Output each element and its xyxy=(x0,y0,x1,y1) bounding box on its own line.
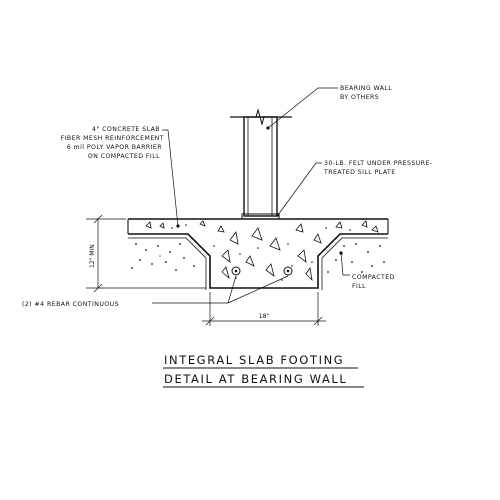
drawing-title-line2: DETAIL AT BEARING WALL xyxy=(164,372,347,386)
wall-break-symbol xyxy=(255,108,265,126)
rebar-label: (2) #4 REBAR CONTINUOUS xyxy=(22,301,119,308)
leader-dots xyxy=(176,126,343,255)
depth-dimension-text: 12" MIN xyxy=(89,244,96,268)
width-dimension-text: 18" xyxy=(259,313,270,320)
felt-label-line1: 30-LB. FELT UNDER PRESSURE- xyxy=(324,160,433,167)
concrete-aggregate-dots xyxy=(171,224,351,281)
slab-footing-outline xyxy=(127,218,389,290)
bearing-wall-label-line1: BEARING WALL xyxy=(340,85,392,92)
compacted-fill-label-line2: FILL xyxy=(352,283,366,290)
bearing-wall xyxy=(230,116,292,217)
concrete-aggregate-hatch xyxy=(145,220,379,282)
felt-label-line2: TREATED SILL PLATE xyxy=(323,169,396,176)
slab-label-line3: 6 mil POLY VAPOR BARRIER xyxy=(67,144,162,151)
rebar-bars xyxy=(231,266,293,276)
drawing-title-line1: INTEGRAL SLAB FOOTING xyxy=(164,353,344,367)
compacted-fill-hatch xyxy=(131,243,385,273)
slab-label-line1: 4" CONCRETE SLAB xyxy=(92,126,160,133)
width-dimension xyxy=(202,292,326,326)
slab-label-line4: ON COMPACTED FILL xyxy=(88,153,160,160)
leader-lines xyxy=(152,87,350,304)
depth-dimension xyxy=(86,214,206,293)
slab-label-line2: FIBER MESH REINFORCEMENT xyxy=(61,135,164,142)
bearing-wall-label-line2: BY OTHERS xyxy=(340,94,379,101)
compacted-fill-label-line1: COMPACTED xyxy=(352,274,395,281)
